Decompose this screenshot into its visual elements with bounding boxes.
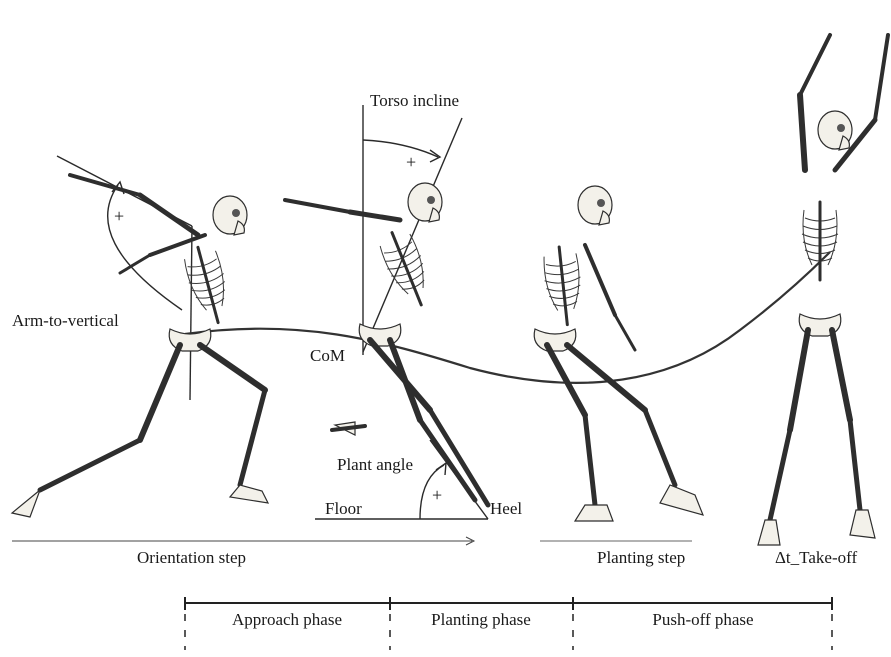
- skeleton-figure: [12, 175, 268, 517]
- take-off-label: Δt_Take-off: [775, 548, 857, 567]
- arm-plus-sign: +: [114, 206, 124, 226]
- skeleton-figure: [534, 186, 703, 521]
- plant-angle-label: Plant angle: [337, 455, 413, 474]
- arm-to-vertical-annotation: + Arm-to-vertical: [12, 156, 192, 400]
- torso-plus-sign: +: [406, 152, 416, 172]
- torso-incline-annotation: + Torso incline CoM: [310, 91, 462, 365]
- floor-label: Floor: [325, 499, 362, 518]
- arm-to-vertical-label: Arm-to-vertical: [12, 311, 119, 330]
- orientation-step-arrow: [12, 537, 474, 545]
- approach-phase-label: Approach phase: [232, 610, 342, 629]
- planting-phase-label: Planting phase: [431, 610, 531, 629]
- torso-incline-label: Torso incline: [370, 91, 459, 110]
- com-trajectory: [185, 252, 830, 383]
- com-label: CoM: [310, 346, 345, 365]
- plant-angle-annotation: + Plant angle Floor Heel: [315, 440, 522, 519]
- heel-label: Heel: [490, 499, 522, 518]
- orientation-step-label: Orientation step: [137, 548, 246, 567]
- plant-plus-sign: +: [432, 485, 442, 505]
- skeleton-figure: [758, 35, 888, 545]
- planting-step-label: Planting step: [597, 548, 685, 567]
- push-off-phase-label: Push-off phase: [652, 610, 753, 629]
